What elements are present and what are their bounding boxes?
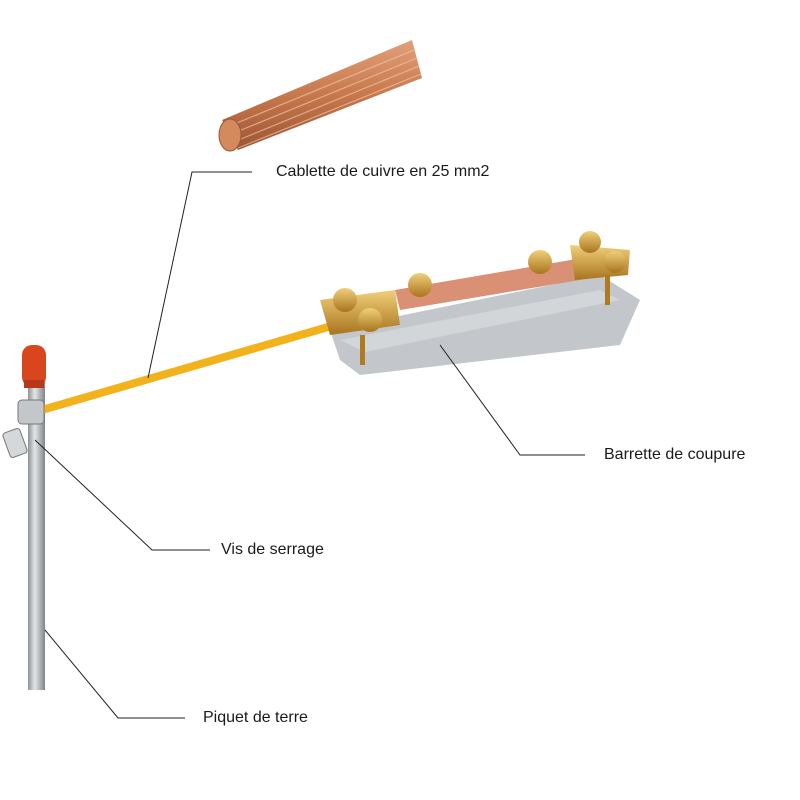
copper-cable-image (218, 40, 422, 152)
piquet-label: Piquet de terre (203, 709, 308, 726)
leader-lines (34, 171, 585, 719)
vis-label: Vis de serrage (221, 541, 324, 558)
yellow-wire-image (31, 321, 339, 416)
piquet-leader-line (44, 629, 185, 719)
barrette-leader-line (439, 344, 585, 456)
barrette-label: Barrette de coupure (604, 446, 746, 463)
cable-label: Cablette de cuivre en 25 mm2 (276, 163, 490, 180)
cable-leader-line (147, 171, 252, 379)
earth-rod-image (22, 345, 46, 690)
vis-leader-line (34, 439, 210, 551)
barrette-image (320, 231, 640, 375)
clamp-screw-image (2, 399, 45, 458)
